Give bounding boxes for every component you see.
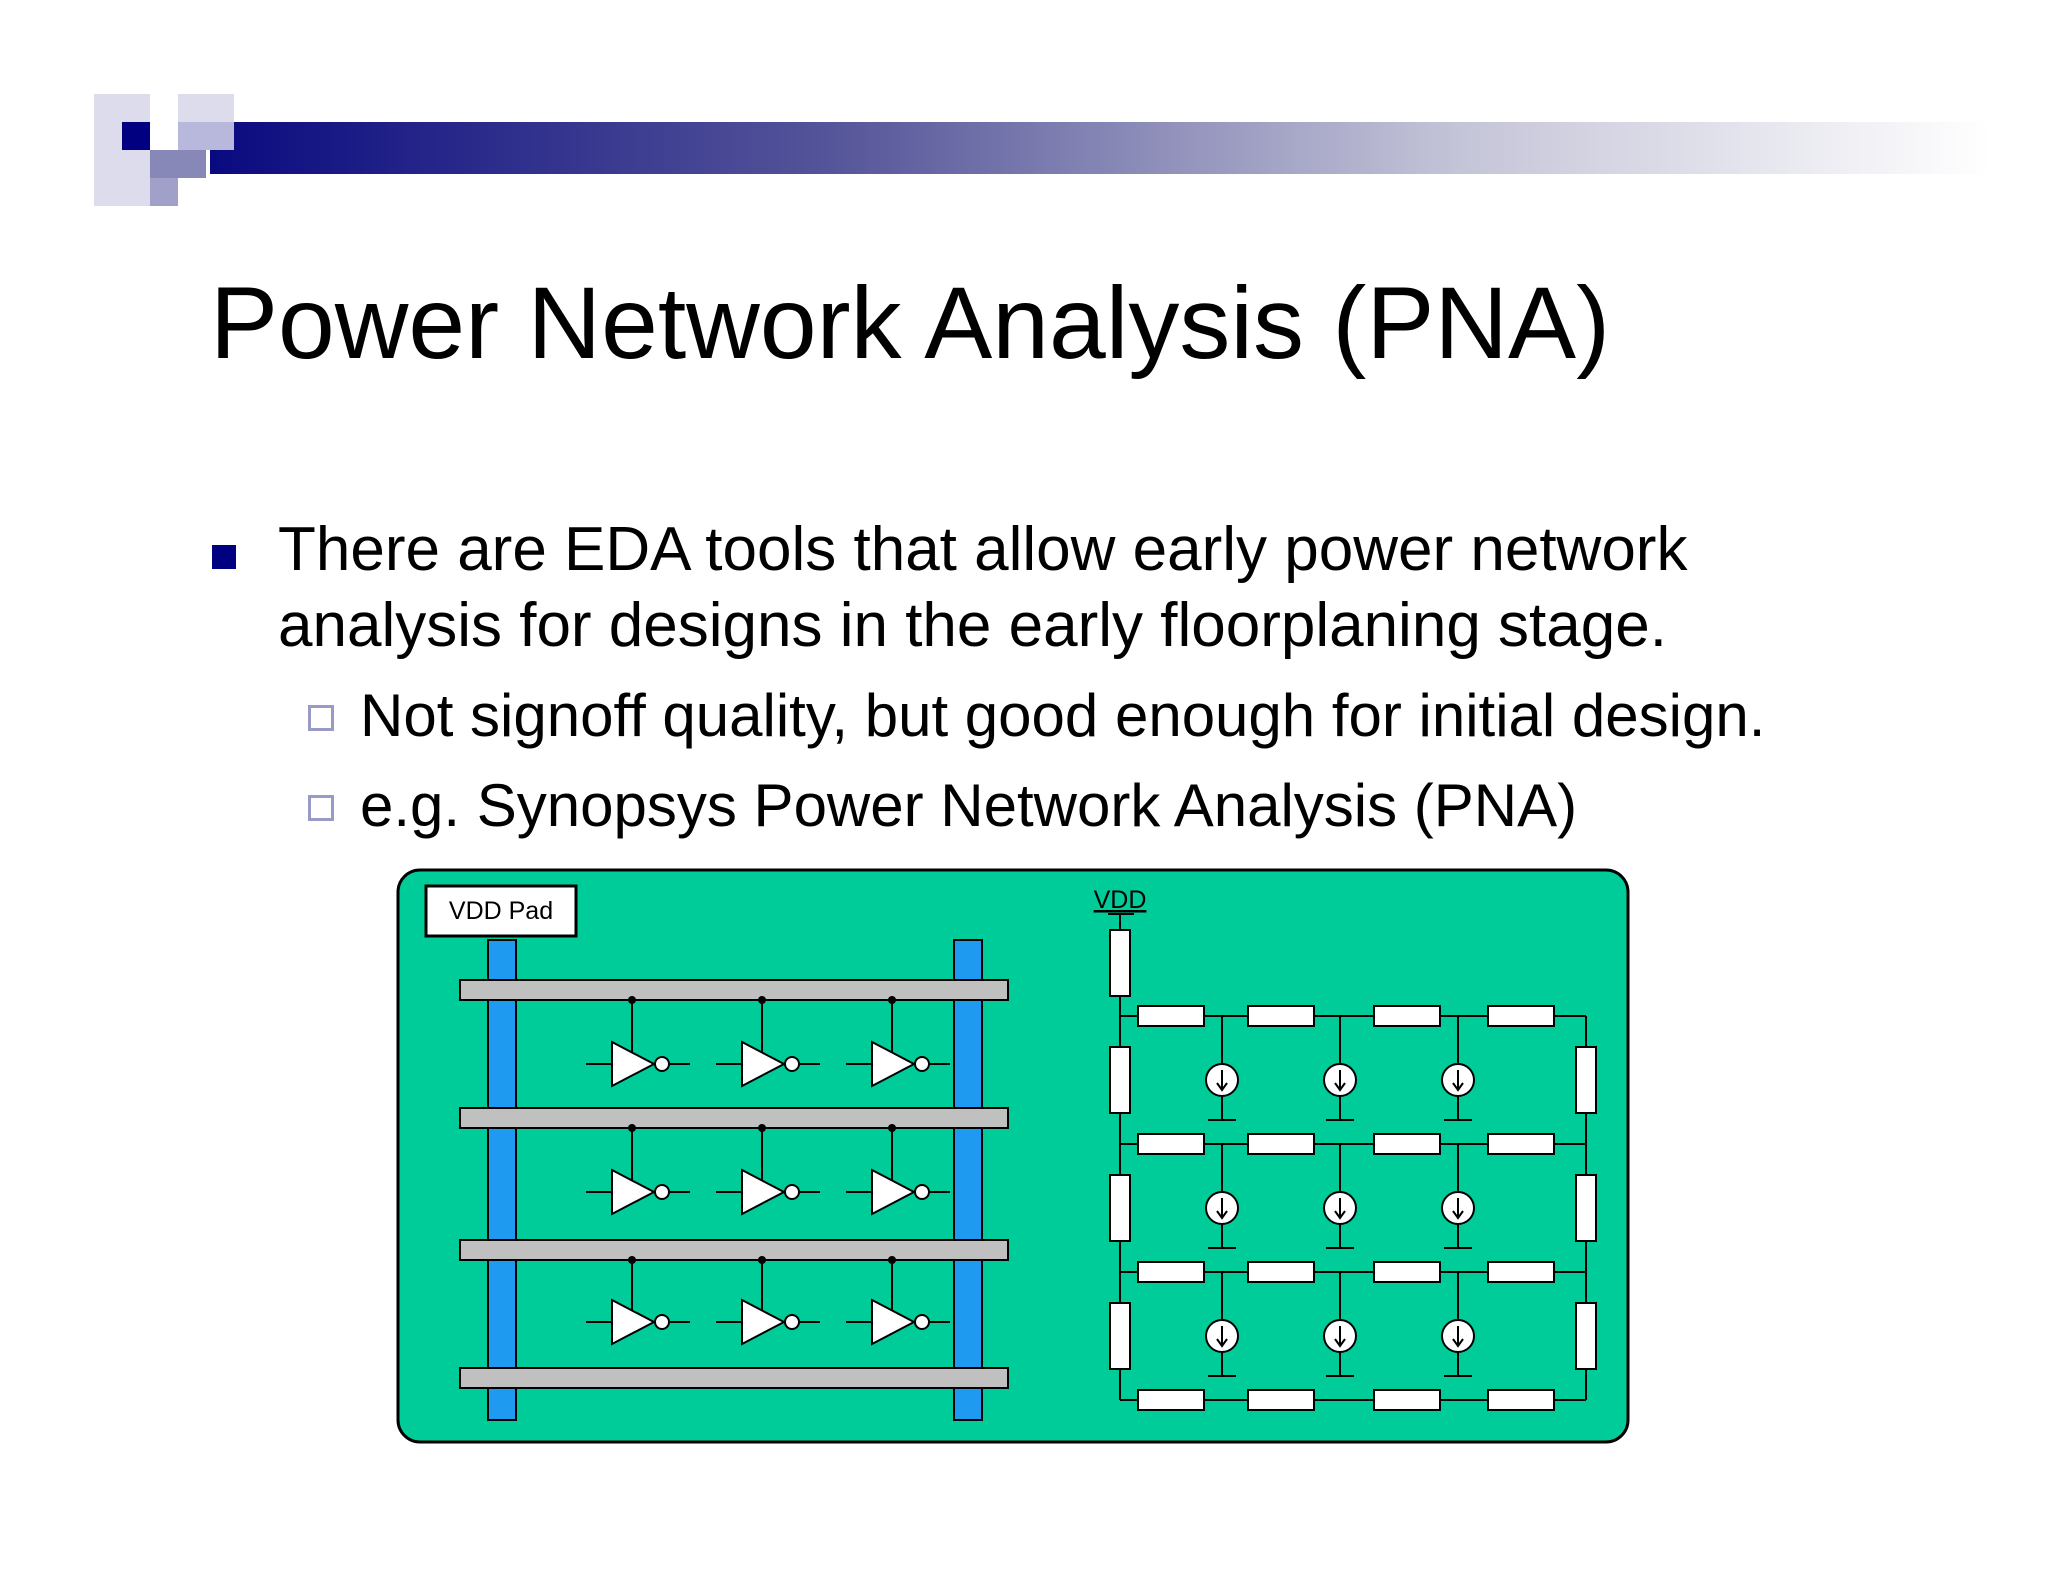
supply-junction-dot [628,1124,636,1132]
mesh-resistor [1247,1005,1315,1027]
resistor-mesh: VDD [1094,886,1597,1411]
inverter-bubble [914,1056,930,1072]
vdd-pad-box [424,884,578,938]
mesh-resistor [1137,1005,1205,1027]
current-arrow-head [1216,1082,1228,1092]
bullet-text: There are EDA tools that allow early pow… [278,512,1687,664]
supply-junction-dot [888,1124,896,1132]
deco-square [178,122,234,150]
mesh-resistor-vertical [1109,1174,1131,1242]
supply-junction-dot [888,1256,896,1264]
bullet-line: analysis for designs in the early floorp… [278,591,1667,660]
current-arrow-head [1452,1082,1464,1092]
mesh-resistor [1487,1005,1555,1027]
current-arrow-head [1334,1210,1346,1220]
mesh-resistor [1137,1389,1205,1411]
inverter-symbol [871,1298,917,1346]
supply-junction-dot [888,996,896,1004]
inverter-bubble [914,1314,930,1330]
inverter-symbol [611,1298,657,1346]
inverter-symbol [741,1168,787,1216]
bullet-line: There are EDA tools that allow early pow… [278,515,1688,584]
current-arrow-head [1452,1210,1464,1220]
supply-junction-dot [758,1256,766,1264]
inverter-symbol [741,1298,787,1346]
floorplan-grid: VDD Pad [424,884,1009,1421]
vdd-resistor [1109,929,1131,997]
supply-junction-dot [758,1124,766,1132]
inverter-bubble [654,1184,670,1200]
horizontal-rail [459,1367,1009,1389]
mesh-resistor [1487,1261,1555,1283]
deco-square [122,122,150,150]
inverter-bubble [654,1056,670,1072]
horizontal-rail [459,1239,1009,1261]
inverter-symbol [871,1168,917,1216]
mesh-resistor [1487,1133,1555,1155]
inverter-bubble [784,1314,800,1330]
sub-bullet-text: Not signoff quality, but good enough for… [360,682,1766,749]
supply-junction-dot [758,996,766,1004]
mesh-resistor-vertical [1575,1302,1597,1370]
sub-bullet-text: e.g. Synopsys Power Network Analysis (PN… [360,772,1578,839]
inverter-symbol [611,1040,657,1088]
inverter-bubble [784,1184,800,1200]
inverter-symbol [611,1168,657,1216]
mesh-resistor [1373,1389,1441,1411]
inverter-symbol [871,1040,917,1088]
inverter-symbol [741,1040,787,1088]
mesh-resistor [1247,1133,1315,1155]
horizontal-rail [459,1107,1009,1129]
power-network-diagram: VDD Pad VDD [396,868,1630,1444]
vdd-pad-label: VDD Pad [449,897,553,925]
vertical-rail-right [953,939,983,1421]
supply-junction-dot [628,1256,636,1264]
current-arrow-head [1334,1338,1346,1348]
inverter-bubble [784,1056,800,1072]
header-gradient-bar [210,122,1990,174]
sub-bullet-marker [308,795,334,821]
mesh-resistor [1247,1389,1315,1411]
mesh-resistor [1487,1389,1555,1411]
vdd-label: VDD [1094,886,1147,914]
mesh-resistor [1373,1261,1441,1283]
horizontal-rail [459,979,1009,1001]
mesh-resistor [1137,1261,1205,1283]
current-arrow-head [1452,1338,1464,1348]
diagram-panel [396,868,1630,1444]
deco-square [94,150,150,206]
mesh-resistor-vertical [1575,1174,1597,1242]
deco-square [150,150,206,178]
current-arrow-head [1216,1338,1228,1348]
mesh-resistor [1373,1005,1441,1027]
page-title: Power Network Analysis (PNA) [210,266,1611,380]
deco-square [150,178,178,206]
current-arrow-head [1334,1082,1346,1092]
vertical-rail-left [487,939,517,1421]
mesh-resistor [1137,1133,1205,1155]
inverter-bubble [654,1314,670,1330]
current-arrow-head [1216,1210,1228,1220]
bullet-marker [212,545,236,569]
supply-junction-dot [628,996,636,1004]
mesh-resistor-vertical [1109,1046,1131,1114]
mesh-resistor-vertical [1575,1046,1597,1114]
header-decoration [94,94,1990,206]
mesh-resistor-vertical [1109,1302,1131,1370]
mesh-resistor [1247,1261,1315,1283]
sub-bullet-marker [308,705,334,731]
inverter-bubble [914,1184,930,1200]
mesh-resistor [1373,1133,1441,1155]
